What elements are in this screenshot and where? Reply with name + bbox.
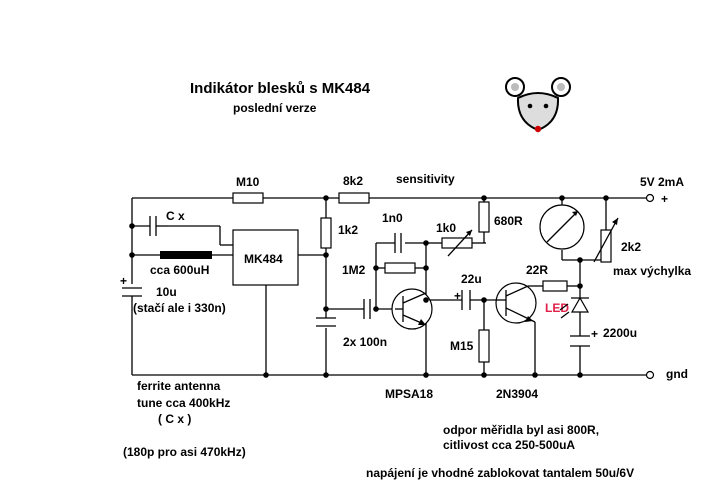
terminal-gnd <box>645 370 655 380</box>
title: Indikátor blesků s MK484 <box>190 80 371 97</box>
label-gnd: gnd <box>666 367 688 381</box>
capacitor-cx <box>149 216 168 236</box>
meter-icon <box>539 204 585 250</box>
label-supply: 5V 2mA <box>640 175 684 189</box>
capacitor-10u: + <box>120 274 144 302</box>
label-2x100n: 2x 100n <box>343 335 387 349</box>
coil-600uh <box>160 251 212 259</box>
label-1n0: 1n0 <box>382 211 403 225</box>
label-1k0: 1k0 <box>436 221 456 235</box>
label-680r: 680R <box>494 214 523 228</box>
label-2n3904: 2N3904 <box>496 387 538 401</box>
note-ferrite-4: (180p pro asi 470kHz) <box>123 445 246 459</box>
label-plus-supply: + <box>661 192 668 206</box>
note-meter-1: odpor měřidla byl asi 800R, <box>443 423 599 437</box>
transistor-mpsa18 <box>391 288 433 330</box>
label-10u: 10u <box>156 285 177 299</box>
resistor-m10 <box>232 192 264 204</box>
label-led: LED <box>545 301 569 315</box>
wires <box>131 197 650 376</box>
label-m10: M10 <box>236 175 260 189</box>
label-22u: 22u <box>461 272 482 286</box>
capacitor-100n-a <box>316 317 336 327</box>
label-cx: C x <box>166 209 185 223</box>
capacitor-22u: + <box>454 289 471 310</box>
label-10u-note: (stačí ale i 330n) <box>133 301 226 315</box>
note-meter-2: citlivost cca 250-500uA <box>443 438 575 452</box>
svg-text:+: + <box>454 289 461 303</box>
led-icon <box>559 296 590 319</box>
label-8k2: 8k2 <box>343 174 363 188</box>
resistor-680r <box>478 201 490 233</box>
label-2k2: 2k2 <box>621 240 641 254</box>
resistor-1m2 <box>384 262 416 274</box>
subtitle: poslední verze <box>233 101 317 115</box>
label-mpsa18: MPSA18 <box>385 387 433 401</box>
svg-text:+: + <box>120 274 127 288</box>
note-ferrite-1: ferrite antenna <box>137 379 221 393</box>
ic-mk484 <box>232 229 299 286</box>
resistor-1k2 <box>320 217 332 249</box>
capacitor-2200u: + <box>570 327 598 347</box>
potentiometer-2k2 <box>593 217 619 263</box>
note-ferrite-2: tune cca 400kHz <box>137 396 230 410</box>
transistor-2n3904 <box>495 282 537 326</box>
capacitor-1n0 <box>394 233 402 253</box>
note-ferrite-3: ( C x ) <box>158 412 191 426</box>
label-max: max výchylka <box>613 264 691 278</box>
resistor-22r <box>542 280 568 292</box>
resistor-8k2 <box>338 192 370 204</box>
note-tantal: napájení je vhodné zablokovat tantalem 5… <box>366 466 634 480</box>
ic-label: MK484 <box>244 252 283 266</box>
terminal-supply <box>645 193 655 203</box>
potentiometer-1k0 <box>441 229 473 257</box>
label-m15: M15 <box>450 339 474 353</box>
svg-text:+: + <box>591 327 598 341</box>
resistor-m15 <box>478 329 490 363</box>
junction-dots <box>129 195 609 378</box>
label-2200u: 2200u <box>603 326 637 340</box>
mouse-face-icon <box>505 77 571 133</box>
label-coil: cca 600uH <box>150 263 209 277</box>
label-1k2: 1k2 <box>338 223 358 237</box>
label-22r: 22R <box>526 263 548 277</box>
label-sensitivity: sensitivity <box>396 172 455 186</box>
capacitor-100n-b <box>363 299 371 319</box>
label-1m2: 1M2 <box>342 263 366 277</box>
